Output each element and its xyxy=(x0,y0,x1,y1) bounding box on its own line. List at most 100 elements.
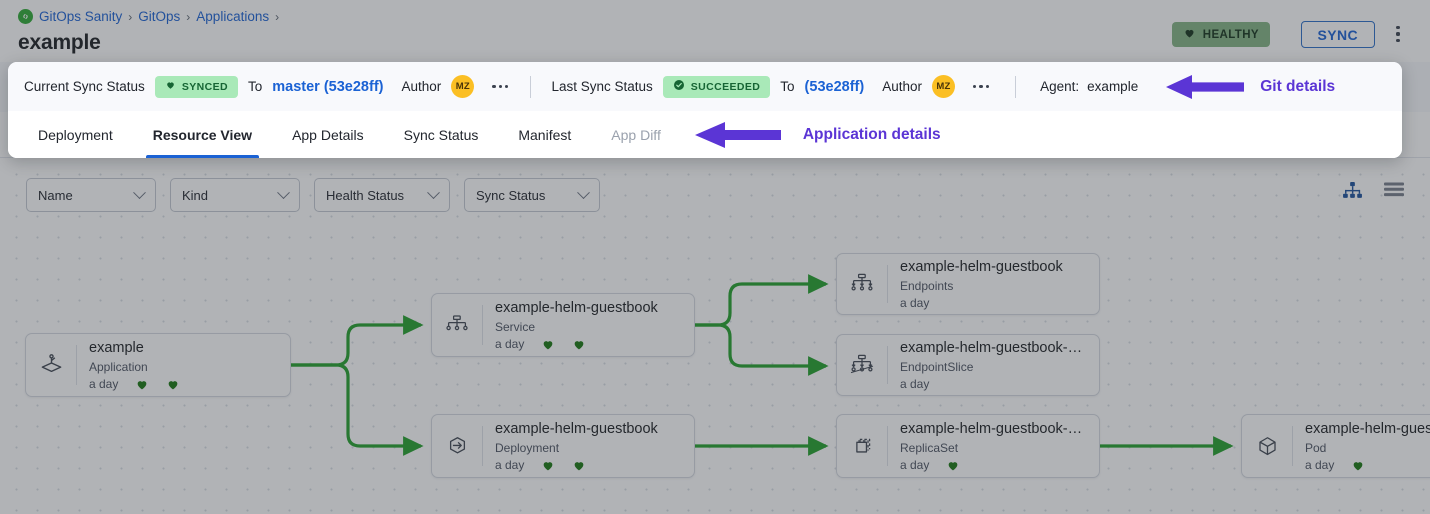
sync-heart-icon[interactable] xyxy=(166,378,180,391)
filter-label: Name xyxy=(38,187,73,203)
last-revision-link[interactable]: (53e28ff) xyxy=(804,78,865,95)
endpointslice-icon xyxy=(837,335,887,395)
breadcrumb-separator: › xyxy=(128,9,133,24)
divider xyxy=(887,346,888,384)
tab-manifest[interactable]: Manifest xyxy=(518,126,572,143)
last-to-label: To xyxy=(780,79,795,94)
node-title: example-helm-guestbook xyxy=(495,300,658,316)
resource-graph-canvas: Name Kind Health Status Sync Status xyxy=(0,158,1430,514)
node-kind: Application xyxy=(89,360,148,374)
kebab-horizontal-icon[interactable] xyxy=(971,81,991,92)
node-title: example-helm-guestbook xyxy=(495,421,658,437)
tab-resource-view[interactable]: Resource View xyxy=(133,111,272,158)
node-kind: Pod xyxy=(1305,441,1327,455)
sync-heart-icon[interactable] xyxy=(572,338,586,351)
tab-app-diff[interactable]: App Diff xyxy=(611,126,661,143)
heart-icon xyxy=(165,80,176,93)
tree-view-icon[interactable] xyxy=(1343,182,1362,204)
badge-label: SUCCEEDED xyxy=(690,80,761,93)
node-age: a day xyxy=(1305,458,1335,472)
git-details-annotation: Git details xyxy=(1166,73,1335,101)
arrow-left-icon xyxy=(1166,74,1245,99)
node-title: example-helm-guestbook-74... xyxy=(900,421,1087,437)
tab-app-details[interactable]: App Details xyxy=(292,126,364,143)
chevron-down-icon xyxy=(577,185,590,199)
health-status-badge[interactable]: HEALTHY xyxy=(1171,22,1270,47)
health-heart-icon[interactable] xyxy=(541,459,555,472)
breadcrumb-item-1[interactable]: GitOps xyxy=(138,9,181,24)
current-revision-link[interactable]: master (53e28ff) xyxy=(272,78,384,95)
git-details-label: Git details xyxy=(1260,77,1336,95)
page-header: GitOps Sanity › GitOps › Applications › … xyxy=(0,0,1430,62)
node-age: a day xyxy=(89,377,119,391)
page-title: example xyxy=(18,31,101,54)
health-heart-icon[interactable] xyxy=(135,378,149,391)
chevron-down-icon xyxy=(133,185,146,199)
agent-label: Agent: xyxy=(1040,79,1080,94)
current-sync-status-label: Current Sync Status xyxy=(24,79,145,94)
node-title: example xyxy=(89,340,144,356)
sync-button[interactable]: SYNC xyxy=(1300,21,1375,48)
kebab-horizontal-icon[interactable] xyxy=(490,81,510,92)
graph-node-service[interactable]: example-helm-guestbook Service a day xyxy=(431,293,695,357)
kebab-vertical-icon[interactable] xyxy=(1388,22,1408,46)
last-author-label: Author xyxy=(882,79,922,94)
deployment-icon xyxy=(432,415,482,477)
application-details-label: Application details xyxy=(802,125,941,143)
health-heart-icon[interactable] xyxy=(946,459,960,472)
divider xyxy=(530,75,532,98)
sync-heart-icon[interactable] xyxy=(572,459,586,472)
filter-health-status[interactable]: Health Status xyxy=(314,178,450,212)
filter-name[interactable]: Name xyxy=(26,178,156,212)
list-view-icon[interactable] xyxy=(1384,182,1404,204)
health-status-label: HEALTHY xyxy=(1202,28,1259,41)
highlighted-panel: Current Sync Status SYNCED To master (53… xyxy=(8,62,1402,158)
node-title: example-helm-guest xyxy=(1305,421,1430,437)
view-toggle-group xyxy=(1343,182,1404,204)
node-kind: Endpoints xyxy=(900,279,954,293)
avatar[interactable]: MZ xyxy=(451,75,475,98)
node-kind: EndpointSlice xyxy=(900,360,974,374)
tab-deployment[interactable]: Deployment xyxy=(38,126,113,143)
graph-node-application[interactable]: example Application a day xyxy=(25,333,291,397)
breadcrumb-item-0[interactable]: GitOps Sanity xyxy=(39,9,123,24)
health-heart-icon[interactable] xyxy=(1351,459,1365,472)
avatar[interactable]: MZ xyxy=(931,75,955,98)
graph-node-endpointslice[interactable]: example-helm-guestbook-ct... EndpointSli… xyxy=(836,334,1100,396)
node-title: example-helm-guestbook-ct... xyxy=(900,340,1087,356)
divider xyxy=(76,345,77,385)
badge-label: SYNCED xyxy=(181,80,228,93)
divider xyxy=(482,426,483,466)
node-age: a day xyxy=(900,377,930,391)
filter-kind[interactable]: Kind xyxy=(170,178,300,212)
agent-value: example xyxy=(1087,79,1139,94)
graph-node-endpoints[interactable]: example-helm-guestbook Endpoints a day xyxy=(836,253,1100,315)
service-icon xyxy=(432,294,482,356)
divider xyxy=(1292,426,1293,466)
node-kind: ReplicaSet xyxy=(900,441,959,455)
current-sync-status-badge[interactable]: SYNCED xyxy=(154,75,238,98)
divider xyxy=(887,265,888,303)
pod-icon xyxy=(1242,415,1292,477)
node-age: a day xyxy=(495,458,525,472)
breadcrumb: GitOps Sanity › GitOps › Applications › xyxy=(18,9,279,24)
breadcrumb-item-2[interactable]: Applications xyxy=(196,9,270,24)
graph-node-pod[interactable]: example-helm-guest Pod a day xyxy=(1241,414,1430,478)
divider xyxy=(887,426,888,466)
graph-node-deployment[interactable]: example-helm-guestbook Deployment a day xyxy=(431,414,695,478)
last-sync-status-badge[interactable]: SUCCEEDED xyxy=(662,75,771,98)
tab-sync-status[interactable]: Sync Status xyxy=(403,126,479,143)
last-sync-status-label: Last Sync Status xyxy=(551,79,653,94)
node-title: example-helm-guestbook xyxy=(900,259,1063,275)
graph-node-replicaset[interactable]: example-helm-guestbook-74... ReplicaSet … xyxy=(836,414,1100,478)
health-heart-icon[interactable] xyxy=(541,338,555,351)
divider xyxy=(482,305,483,345)
node-age: a day xyxy=(495,337,525,351)
heart-icon xyxy=(1183,27,1196,42)
replicaset-icon xyxy=(837,415,887,477)
filter-label: Sync Status xyxy=(476,187,546,203)
divider xyxy=(1015,75,1017,98)
filter-sync-status[interactable]: Sync Status xyxy=(464,178,600,212)
breadcrumb-separator: › xyxy=(186,9,191,24)
